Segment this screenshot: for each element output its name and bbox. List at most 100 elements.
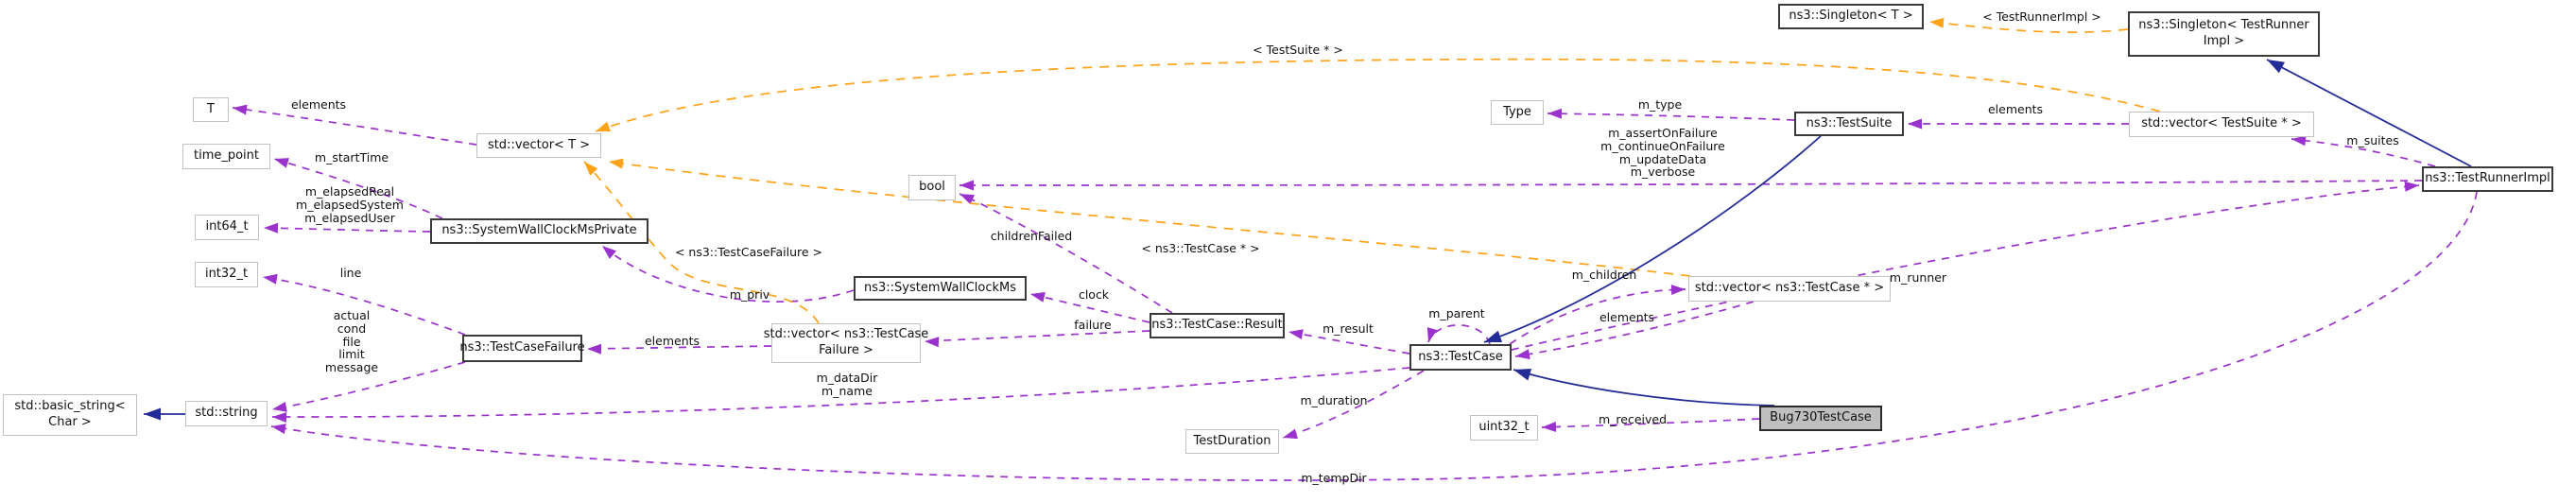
node-std-vector-test-case-ptr: std::vector< ns3::TestCase * > <box>1688 276 1891 302</box>
arrowhead-m-flags <box>960 180 974 191</box>
edge-m-duration <box>1282 370 1425 440</box>
edge-failure <box>924 330 1150 348</box>
label-template-tc: < ns3::TestCase * > <box>1141 241 1260 255</box>
edge-m-received <box>1541 418 1760 432</box>
edge-inherit-std-string <box>144 407 185 421</box>
label-m-children: m_children <box>1571 268 1637 282</box>
edge-vector-t-elements <box>232 104 477 146</box>
label-failure-strings: actual cond file limit message <box>324 308 379 374</box>
label-m-duration: m_duration <box>1300 393 1368 407</box>
arrowhead-vector-tc-elements <box>1515 349 1530 360</box>
label-m-suites: m_suites <box>2346 133 2399 147</box>
node-std-vector-t: std::vector< T > <box>476 133 601 158</box>
edge-m-tempdir <box>270 191 2478 481</box>
arrowhead-vector-t-elements <box>233 104 248 115</box>
arrowhead-vector-tcf-elements <box>587 343 602 355</box>
edge-vector-ts-elements <box>1908 118 2129 130</box>
node-test-suite[interactable]: ns3::TestSuite <box>1794 112 1904 136</box>
node-system-wall-clock-ms[interactable]: ns3::SystemWallClockMs <box>854 276 1027 301</box>
label-line: line <box>339 266 362 280</box>
edge-inherit-test-suite <box>1483 135 1822 343</box>
arrowhead-children-failed <box>960 194 975 205</box>
arrowhead-m-start-time <box>274 158 289 168</box>
node-test-case[interactable]: ns3::TestCase <box>1409 344 1512 371</box>
node-bool: bool <box>908 175 956 200</box>
node-int64-t: int64_t <box>195 215 259 240</box>
arrowhead-template-test-runner-impl <box>1929 17 1945 28</box>
label-m-datadir: m_dataDir m_name <box>816 371 878 398</box>
edge-m-runner <box>1511 181 2420 351</box>
arrowhead-failure <box>925 337 940 348</box>
arrowhead-m-duration <box>1283 428 1298 440</box>
node-test-case-failure[interactable]: ns3::TestCaseFailure <box>459 335 585 362</box>
label-elements-2: elements <box>644 334 700 348</box>
edge-inherit-bug730 <box>1513 369 1775 407</box>
label-m-received: m_received <box>1598 412 1668 426</box>
node-time-point: time_point <box>182 144 270 169</box>
arrowhead-inherit-test-runner-impl <box>2267 60 2285 74</box>
arrowhead-m-suites <box>2291 135 2307 147</box>
label-m-runner: m_runner <box>1889 270 1947 285</box>
label-failure: failure <box>1074 318 1112 332</box>
label-m-parent: m_parent <box>1428 306 1485 320</box>
label-m-result: m_result <box>1323 321 1374 336</box>
label-m-type: m_type <box>1637 97 1683 112</box>
node-system-wall-clock-ms-private[interactable]: ns3::SystemWallClockMsPrivate <box>430 218 648 244</box>
edge-template-test-case-failure <box>583 161 820 324</box>
edge-vector-tc-elements <box>1514 301 1755 360</box>
node-singleton-t[interactable]: ns3::Singleton< T > <box>1778 4 1924 29</box>
edge-line <box>262 273 466 336</box>
arrowhead-line <box>263 273 278 285</box>
arrowhead-m-datadir-m-name <box>272 412 287 424</box>
edge-m-result <box>1288 329 1410 355</box>
label-m-starttime: m_startTime <box>314 150 389 164</box>
edge-m-flags <box>959 180 2423 191</box>
edge-m-datadir-m-name <box>271 367 1410 424</box>
arrowhead-m-tempdir <box>271 424 286 435</box>
arrowhead-template-test-case-failure <box>584 162 598 176</box>
node-test-runner-impl[interactable]: ns3::TestRunnerImpl <box>2422 166 2553 192</box>
arrowhead-m-received <box>1542 421 1557 432</box>
label-elements-3: elements <box>1599 310 1655 324</box>
edge-template-test-case-ptr <box>608 158 1691 277</box>
edge-inherit-test-runner-impl <box>2266 59 2472 167</box>
edge-m-parent <box>1426 324 1491 345</box>
label-elements-4: elements <box>1987 102 2044 116</box>
edge-template-test-runner-impl <box>1928 17 2129 33</box>
label-clock: clock <box>1078 287 1110 302</box>
arrowhead-m-type <box>1547 108 1563 119</box>
edge-m-suites <box>2291 135 2436 167</box>
label-children-failed: childrenFailed <box>990 229 1073 243</box>
arrowhead-template-test-suite-ptr <box>596 121 611 132</box>
arrowhead-failure-strings <box>272 401 287 412</box>
arrowhead-m-children <box>1670 285 1686 296</box>
node-std-vector-test-case-failure: std::vector< ns3::TestCase Failure > <box>764 323 928 363</box>
edge-template-test-suite-ptr <box>595 58 2161 132</box>
node-std-vector-test-suite-ptr: std::vector< TestSuite * > <box>2129 112 2314 137</box>
edge-vector-tcf-elements <box>586 343 772 355</box>
label-m-tempdir: m_tempDir <box>1301 471 1367 485</box>
node-uint32-t: uint32_t <box>1470 415 1538 441</box>
arrowhead-clock <box>1030 292 1046 303</box>
label-m-elapsed: m_elapsedReal m_elapsedSystem m_elapsedU… <box>296 184 404 225</box>
node-t: T <box>193 97 229 122</box>
arrowhead-inherit-bug730 <box>1513 369 1532 381</box>
label-m-priv: m_priv <box>729 287 770 302</box>
edge-clock <box>1029 292 1150 323</box>
node-test-duration: TestDuration <box>1185 429 1279 454</box>
arrowhead-m-parent <box>1426 327 1438 342</box>
edge-m-start-time <box>273 158 443 219</box>
arrowhead-inherit-test-suite <box>1484 330 1503 342</box>
node-bug730-test-case: Bug730TestCase <box>1759 406 1882 431</box>
node-singleton-test-runner-impl[interactable]: ns3::Singleton< TestRunner Impl > <box>2128 11 2320 57</box>
arrowhead-m-runner <box>2404 181 2419 192</box>
edge-m-type <box>1547 108 1795 121</box>
arrowhead-vector-ts-elements <box>1908 118 1922 130</box>
node-test-case-result[interactable]: ns3::TestCase::Result <box>1150 313 1285 338</box>
edge-failure-strings <box>271 361 466 412</box>
label-template-tri: < TestRunnerImpl > <box>1982 9 2101 24</box>
arrowhead-template-test-case-ptr <box>609 158 624 169</box>
edge-m-children <box>1509 285 1686 345</box>
label-elements-1: elements <box>290 97 347 112</box>
